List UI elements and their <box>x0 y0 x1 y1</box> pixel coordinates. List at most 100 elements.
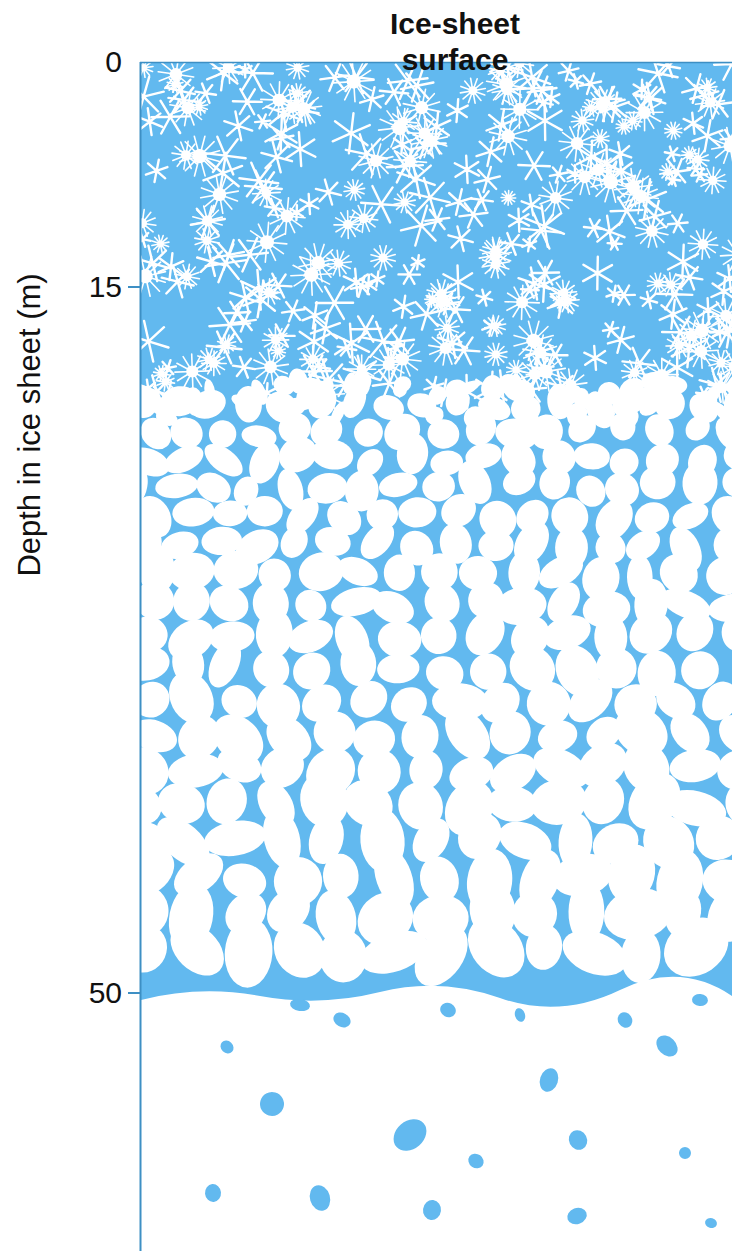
snowflake <box>206 244 246 282</box>
snowflake-core <box>627 181 640 194</box>
snowflake <box>539 181 572 214</box>
snowflake <box>500 233 523 255</box>
snowflake <box>370 271 384 286</box>
grain <box>653 905 732 988</box>
surface-label: Ice-sheet surface <box>360 6 550 78</box>
snowflake <box>717 265 732 292</box>
snowflake <box>205 137 246 175</box>
grain <box>425 417 461 451</box>
snowflake <box>266 95 300 131</box>
grain <box>608 411 637 442</box>
snowflake <box>411 255 424 269</box>
air-bubble <box>537 1066 562 1094</box>
tick-mark <box>128 286 140 288</box>
air-bubble <box>289 998 310 1013</box>
tick-number: 50 <box>89 976 122 1010</box>
snowflake-core <box>383 359 395 371</box>
snowflake-core <box>213 188 226 201</box>
snowflake <box>583 100 600 117</box>
air-bubble <box>615 1009 635 1030</box>
grain <box>222 916 274 989</box>
axis-title: Depth in ice sheet (m) <box>12 273 48 576</box>
snowflake <box>665 122 682 139</box>
grain <box>303 381 342 424</box>
grain <box>234 385 262 423</box>
snowflake <box>141 231 151 247</box>
grain <box>536 462 574 503</box>
snowflake <box>193 206 223 236</box>
snowflake <box>265 199 285 218</box>
snowflake-core <box>516 296 528 308</box>
snowflake <box>714 62 732 80</box>
snowflake <box>255 114 270 128</box>
snowflake <box>712 128 732 165</box>
grain <box>169 578 214 625</box>
snowflake <box>350 205 378 233</box>
snowflake <box>668 245 698 279</box>
snowflake-core <box>468 86 477 95</box>
snowflake-core <box>506 195 511 200</box>
snowflake <box>394 192 415 213</box>
snowflake-core <box>141 218 147 228</box>
air-bubble <box>652 1031 682 1061</box>
grain <box>287 367 310 395</box>
snowflake <box>201 176 239 214</box>
snowflake-core <box>492 350 500 358</box>
snowflake <box>154 366 170 382</box>
snowflake-core <box>665 169 671 175</box>
snowflake <box>583 257 612 290</box>
snowflake-core <box>513 367 520 374</box>
snowflake <box>175 264 200 289</box>
snowflake <box>518 152 550 180</box>
snowflake <box>559 62 579 81</box>
grain <box>141 917 175 980</box>
snowflake <box>519 267 550 299</box>
snowflake-core <box>141 65 147 72</box>
snowflake <box>525 206 564 247</box>
air-bubble <box>256 1088 289 1121</box>
snowflake <box>514 62 550 96</box>
snowflake <box>709 299 732 333</box>
grain <box>343 674 395 726</box>
snowflake-core <box>264 361 277 374</box>
snowflake <box>393 134 411 154</box>
snowflake <box>660 300 687 329</box>
snowflake-core <box>695 345 707 357</box>
grain <box>563 409 602 448</box>
snowflake <box>393 296 414 318</box>
snowflake <box>141 321 169 362</box>
grain <box>419 616 458 656</box>
snowflake <box>447 99 468 122</box>
grain <box>276 522 313 563</box>
snowflake-core <box>271 336 280 345</box>
snowflake <box>270 127 294 150</box>
snowflake <box>230 282 260 313</box>
snowflake <box>660 164 677 181</box>
snowflake <box>303 302 328 328</box>
snowflake <box>224 112 252 141</box>
snowflake <box>282 301 304 322</box>
snowflake <box>614 169 652 207</box>
snowflake <box>198 348 220 370</box>
snowflake <box>285 132 316 166</box>
snowflake <box>286 62 308 79</box>
air-bubble <box>204 1183 222 1202</box>
snowflake <box>721 238 732 273</box>
air-bubble <box>387 1113 433 1158</box>
grain <box>339 640 378 688</box>
tick-mark <box>128 992 140 994</box>
snowflake-core <box>304 268 318 282</box>
air-bubble <box>438 1000 459 1020</box>
air-bubble <box>307 1183 333 1214</box>
snowflake <box>412 123 447 158</box>
snowflake <box>233 89 262 114</box>
snowflake-core <box>334 259 343 268</box>
snowflake <box>346 134 387 174</box>
grain <box>719 380 732 422</box>
grain <box>637 462 679 502</box>
snowflake-core <box>415 101 428 114</box>
snowflakes <box>141 62 732 434</box>
grain <box>350 415 386 451</box>
snowflake <box>446 189 471 215</box>
snowflake <box>522 195 542 216</box>
